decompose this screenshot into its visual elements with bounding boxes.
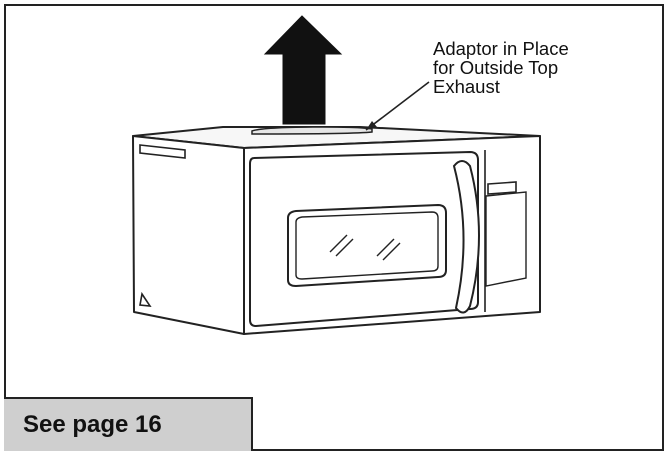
- door-handle: [452, 160, 480, 314]
- door-window-inner: [295, 211, 439, 280]
- side-vent: [139, 144, 186, 159]
- see-page-reference: See page 16: [4, 397, 253, 451]
- control-panel-display: [487, 181, 517, 195]
- side-corner-mark: [139, 291, 152, 307]
- callout-leader-arrowhead: [366, 121, 377, 130]
- see-page-reference-text: See page 16: [23, 411, 162, 438]
- control-panel-keypad: [485, 191, 527, 287]
- glass-reflection: [329, 234, 401, 261]
- exhaust-adaptor: [251, 126, 373, 135]
- exhaust-arrow: [263, 15, 343, 125]
- adaptor-callout-label: Adaptor in Place for Outside Top Exhaust: [433, 38, 569, 97]
- callout-leader-line: [365, 81, 430, 131]
